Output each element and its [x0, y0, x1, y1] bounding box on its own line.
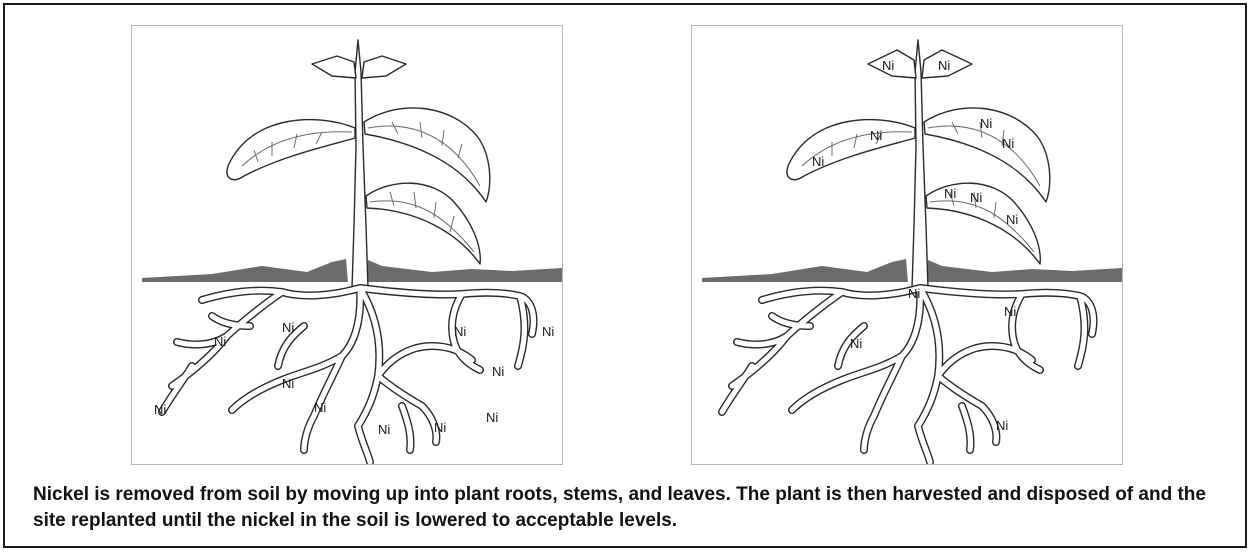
ni-label: Ni: [1006, 212, 1018, 227]
ni-label: Ni: [542, 324, 554, 339]
leaf: [312, 56, 356, 78]
plant-after-panel: Ni Ni Ni Ni Ni Ni Ni Ni Ni Ni Ni Ni Ni: [691, 25, 1123, 465]
root-system: [162, 288, 534, 462]
ni-label: Ni: [486, 410, 498, 425]
ni-label: Ni: [996, 418, 1008, 433]
leaf: [227, 120, 355, 180]
ni-label: Ni: [908, 286, 920, 301]
ni-label: Ni: [214, 334, 226, 349]
leaf: [366, 183, 480, 264]
plant-after-illustration: Ni Ni Ni Ni Ni Ni Ni Ni Ni Ni Ni Ni Ni: [692, 26, 1122, 464]
ni-label: Ni: [154, 402, 166, 417]
ni-label: Ni: [882, 58, 894, 73]
ni-label: Ni: [938, 58, 950, 73]
leaf: [362, 56, 406, 78]
ni-label: Ni: [454, 324, 466, 339]
soil-surface: [702, 259, 908, 282]
soil-surface: [928, 260, 1122, 282]
ni-label: Ni: [1004, 304, 1016, 319]
ni-label: Ni: [870, 128, 882, 143]
plant-before-illustration: Ni Ni Ni Ni Ni Ni Ni Ni Ni Ni Ni: [132, 26, 562, 464]
ni-label: Ni: [492, 364, 504, 379]
ni-label: Ni: [282, 320, 294, 335]
ni-label: Ni: [1002, 136, 1014, 151]
ni-label: Ni: [944, 186, 956, 201]
leaf: [787, 120, 915, 180]
ni-label: Ni: [282, 376, 294, 391]
ni-label: Ni: [980, 116, 992, 131]
ni-label: Ni: [378, 422, 390, 437]
plant-before-panel: Ni Ni Ni Ni Ni Ni Ni Ni Ni Ni Ni: [131, 25, 563, 465]
soil-surface: [142, 259, 348, 282]
root-system: [722, 288, 1094, 462]
ni-label: Ni: [434, 420, 446, 435]
ni-label: Ni: [850, 336, 862, 351]
soil-surface: [368, 260, 562, 282]
figure-caption: Nickel is removed from soil by moving up…: [33, 482, 1233, 534]
ni-label: Ni: [812, 154, 824, 169]
figure-frame: Ni Ni Ni Ni Ni Ni Ni Ni Ni Ni Ni: [3, 3, 1247, 548]
ni-label: Ni: [314, 400, 326, 415]
ni-label: Ni: [970, 190, 982, 205]
